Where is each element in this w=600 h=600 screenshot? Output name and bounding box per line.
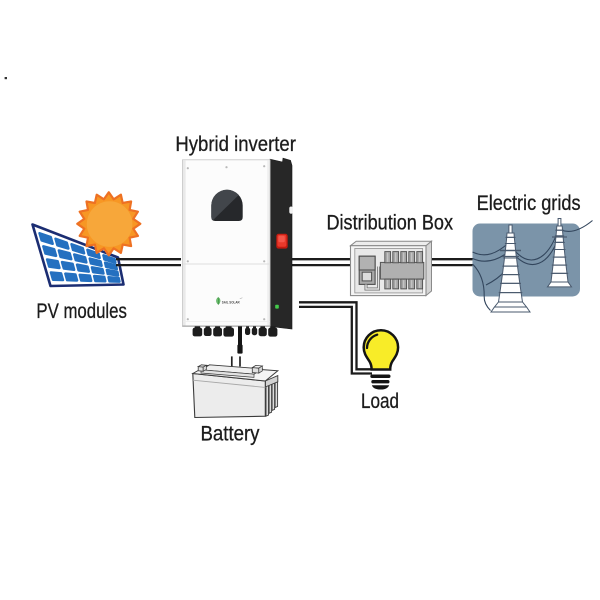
svg-text:PV modules: PV modules: [36, 300, 127, 323]
svg-text:Battery: Battery: [201, 423, 260, 446]
svg-text:SAIL SOLAR: SAIL SOLAR: [222, 300, 240, 304]
svg-text:Hybrid inverter: Hybrid inverter: [175, 132, 296, 156]
svg-text:Distribution Box: Distribution Box: [327, 210, 454, 234]
svg-text:Load: Load: [361, 390, 399, 413]
svg-text:Electric grids: Electric grids: [477, 192, 581, 215]
